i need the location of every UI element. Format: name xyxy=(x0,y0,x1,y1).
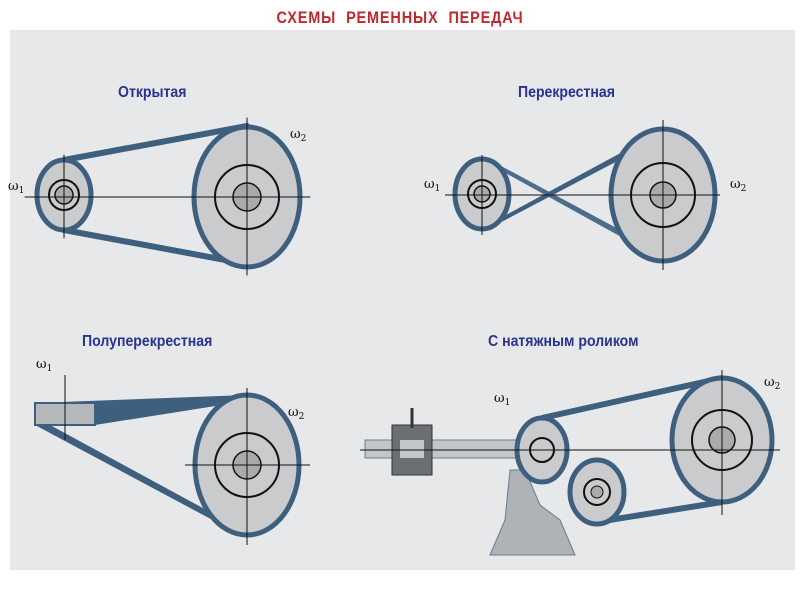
omega2-label: ω2 xyxy=(730,177,746,194)
page-title: СХЕМЫ РЕМЕННЫХ ПЕРЕДАЧ xyxy=(276,8,524,27)
omega1-label: ω1 xyxy=(424,177,440,194)
crossed-drive: ω1 ω2 xyxy=(424,120,746,270)
open-drive: ω1 ω2 xyxy=(8,117,311,276)
label-tensioner: С натяжным роликом xyxy=(488,333,639,350)
omega2-label: ω2 xyxy=(290,127,306,144)
omega2-label: ω2 xyxy=(288,405,304,422)
half-crossed-drive: ω1 ω2 xyxy=(34,357,310,545)
label-crossed: Перекрестная xyxy=(518,84,615,101)
label-half-crossed: Полуперекрестная xyxy=(82,333,213,350)
omega2-label: ω2 xyxy=(764,375,780,392)
label-open: Открытая xyxy=(118,84,187,101)
omega1-label: ω1 xyxy=(36,357,52,374)
omega1-label: ω1 xyxy=(8,179,24,196)
omega1-label: ω1 xyxy=(494,391,510,408)
tensioner-drive: ω1 ω2 xyxy=(360,370,780,556)
